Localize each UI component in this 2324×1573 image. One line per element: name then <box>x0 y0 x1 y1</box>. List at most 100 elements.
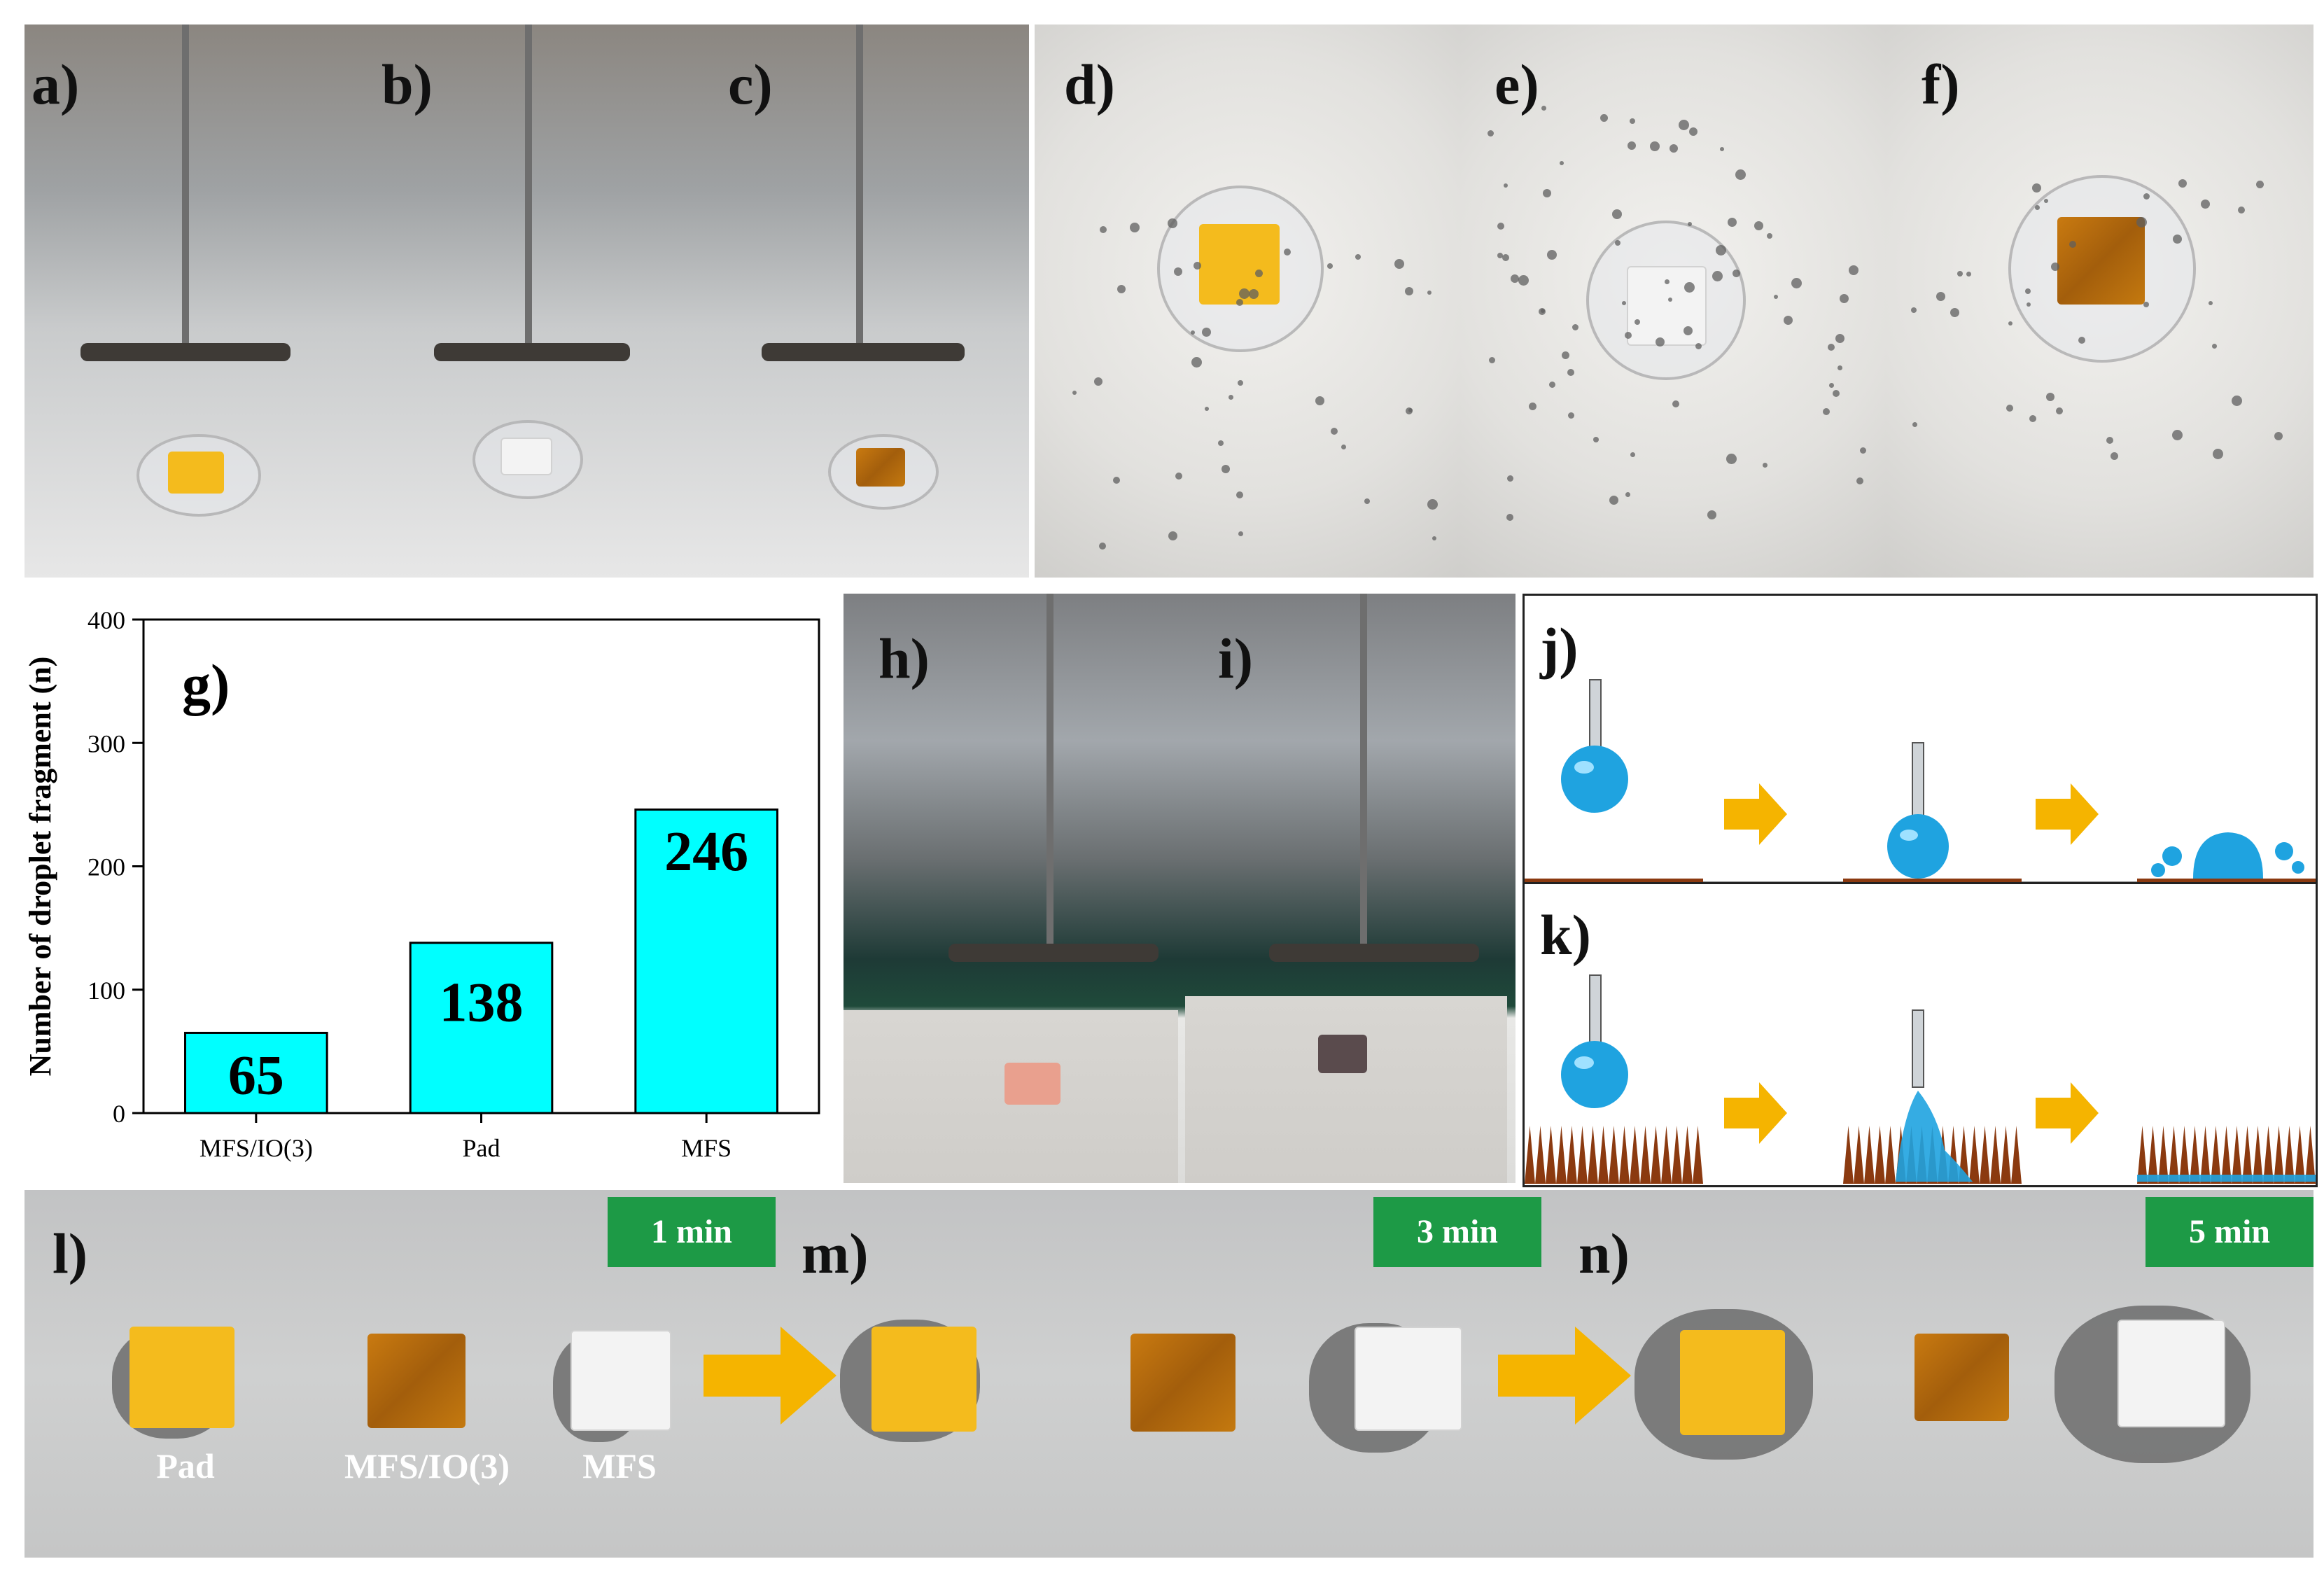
photo-panel-i <box>1178 594 1516 1183</box>
droplet-fragment <box>1175 473 1183 480</box>
droplet-fragment <box>1856 477 1863 484</box>
droplet-fragment <box>1406 407 1413 414</box>
stand-rod <box>182 25 189 354</box>
droplet-fragment <box>1630 452 1635 457</box>
droplet-fragment <box>1427 498 1438 510</box>
droplet-fragment <box>1432 536 1436 540</box>
mfs-sample <box>1627 266 1707 346</box>
droplet-fragment <box>1506 513 1514 521</box>
spike <box>2179 1126 2190 1184</box>
stand-base <box>762 343 965 361</box>
stand-base <box>434 343 630 361</box>
droplet-fragment <box>2024 288 2031 295</box>
spike <box>1630 1126 1640 1184</box>
droplet-fragment <box>1754 221 1764 230</box>
mfs-io-sample <box>368 1334 465 1428</box>
droplet-fragment <box>1488 130 1494 137</box>
droplet-fragment <box>1634 319 1641 325</box>
droplet-fragment <box>2173 234 2183 244</box>
droplet-fragment <box>2029 415 2036 423</box>
spike <box>1843 1126 1854 1184</box>
sample-pink <box>1004 1063 1060 1105</box>
droplet-fragment <box>1664 279 1670 284</box>
droplet-fragment <box>1507 475 1514 482</box>
spike <box>2305 1126 2316 1184</box>
photo-panel-d <box>1035 25 1460 578</box>
droplet-fragment <box>1767 233 1773 239</box>
droplet-fragment <box>1497 222 1505 230</box>
droplet-fragment <box>1732 269 1741 277</box>
droplet-fragment <box>1630 118 1636 125</box>
droplet-fragment <box>1404 287 1413 296</box>
sample-dark <box>1318 1035 1367 1073</box>
caption-pad: Pad <box>156 1446 215 1485</box>
droplet-fragment <box>1625 331 1632 339</box>
spike <box>2253 1126 2263 1184</box>
droplet-fragment <box>1695 343 1702 350</box>
big-arrow-icon <box>1498 1327 1631 1425</box>
droplet-fragment <box>1093 377 1102 386</box>
droplet-fragment <box>1735 169 1746 181</box>
droplet-fragment <box>1248 289 1259 300</box>
droplet-fragment <box>1609 496 1619 505</box>
spike <box>1535 1126 1546 1184</box>
pad-sample <box>130 1327 234 1428</box>
spike <box>2221 1126 2232 1184</box>
data-label: 246 <box>664 821 748 883</box>
caption-mfs-io: MFS/IO(3) <box>344 1446 510 1485</box>
droplet-fragment <box>1726 453 1737 464</box>
droplet-fragment <box>1667 298 1672 302</box>
droplet-fragment <box>1174 267 1183 276</box>
droplet-fragment <box>2136 217 2147 228</box>
panel-label-e: e) <box>1494 53 1539 116</box>
spike <box>1969 1126 1980 1184</box>
spike <box>1567 1126 1577 1184</box>
spike <box>2200 1126 2211 1184</box>
droplet-fragment <box>2035 204 2040 210</box>
droplet-fragment <box>1559 161 1564 166</box>
droplet-fragment <box>1168 531 1178 541</box>
spike <box>1693 1126 1703 1184</box>
panel-label-m: m) <box>802 1222 869 1285</box>
panel-label-g: g) <box>182 652 230 716</box>
spike <box>1672 1126 1682 1184</box>
spike <box>1588 1126 1598 1184</box>
spike <box>2148 1126 2158 1184</box>
panel-label-c: c) <box>728 53 773 116</box>
droplet-fragment <box>1650 141 1660 151</box>
smooth-surface-schematic <box>1525 679 2316 884</box>
droplet-fragment <box>1727 217 1737 227</box>
photo-panel-f <box>1886 25 2314 578</box>
droplet-fragment <box>1130 222 1140 232</box>
panel-label-k: k) <box>1540 903 1591 967</box>
x-tick-label: MFS <box>681 1134 732 1162</box>
spike <box>1619 1126 1630 1184</box>
droplet-fragment <box>1679 120 1690 131</box>
droplet-fragment <box>1956 270 1963 277</box>
droplet-fragment <box>1670 144 1679 153</box>
schematic-panel-j <box>1522 594 2318 886</box>
droplet-fragment <box>1099 543 1107 550</box>
spike <box>2284 1126 2295 1184</box>
spike <box>1598 1126 1609 1184</box>
droplet-fragment <box>1315 396 1324 406</box>
droplet-fragment <box>2044 199 2049 204</box>
droplet-fragment <box>1394 258 1405 269</box>
droplet-fragment <box>1284 249 1292 256</box>
droplet-fragment <box>1684 281 1695 293</box>
droplet-fragment <box>1340 444 1346 449</box>
mfs-sample <box>570 1330 671 1431</box>
spike <box>2274 1126 2284 1184</box>
droplet-fragment <box>1688 127 1698 136</box>
droplet-fragment <box>1238 531 1243 536</box>
droplet-fragment <box>2031 183 2041 193</box>
droplet-fragment <box>1567 368 1574 376</box>
droplet-fragment <box>1191 357 1202 368</box>
spike <box>2263 1126 2274 1184</box>
droplet-fragment <box>2008 321 2012 326</box>
spike <box>2295 1126 2305 1184</box>
droplet-fragment <box>1827 344 1835 351</box>
panel-label-a: a) <box>31 53 80 116</box>
mfs-io-sample <box>856 448 905 487</box>
stand-rod <box>525 25 532 354</box>
